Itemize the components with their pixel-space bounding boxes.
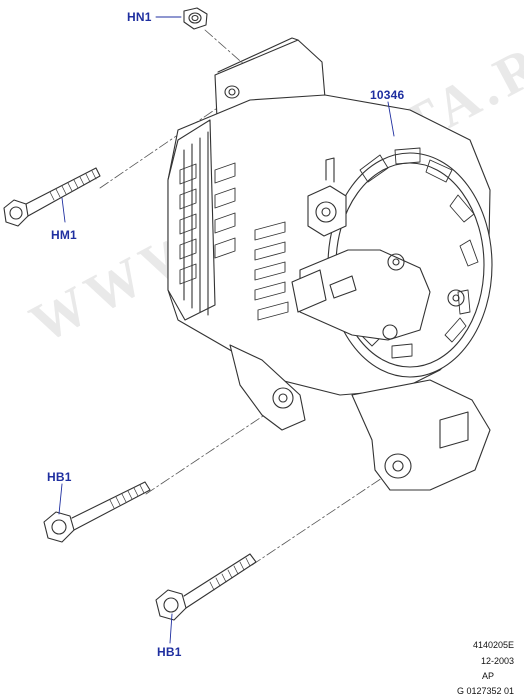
callout-hn1: HN1 <box>127 10 152 24</box>
bolt-hb1-lower <box>155 553 257 621</box>
footer-serial: G 0127352 01 <box>456 686 514 696</box>
callout-10346: 10346 <box>370 88 405 102</box>
callout-leaders <box>58 16 395 644</box>
callout-hb1-upper: HB1 <box>47 470 72 484</box>
alternator-assembly <box>167 37 493 491</box>
footer-region: AP <box>481 671 494 681</box>
callout-hm1: HM1 <box>51 228 77 242</box>
bolt-hm1 <box>3 167 101 227</box>
footer-ref-code: 4140205E <box>472 640 514 650</box>
flange-nut-hn1 <box>183 7 208 30</box>
callout-hb1-lower: HB1 <box>157 645 182 659</box>
bolt-hb1-upper <box>43 481 151 543</box>
footer-date: 12-2003 <box>480 656 514 666</box>
